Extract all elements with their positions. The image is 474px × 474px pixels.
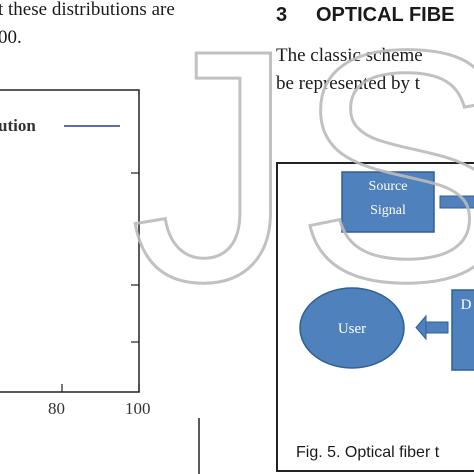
right-paragraph-line-1: The classic scheme bbox=[276, 45, 423, 66]
section-number: 3 bbox=[276, 4, 288, 26]
left-paragraph-line-2: 00. bbox=[0, 27, 22, 48]
d-box-label: D bbox=[460, 297, 472, 313]
d-box bbox=[451, 289, 474, 371]
legend-label: ution bbox=[0, 116, 36, 135]
left-paragraph-line-1: t these distributions are bbox=[0, 0, 175, 20]
plot-frame-svg bbox=[0, 89, 200, 474]
source-label-line-2: Signal bbox=[370, 203, 406, 218]
user-label: User bbox=[337, 321, 367, 337]
source-signal-box bbox=[341, 171, 435, 233]
arrow-left-head bbox=[415, 314, 427, 341]
right-paragraph-line-2: be represented by t bbox=[276, 73, 421, 94]
source-label-line-1: Source bbox=[368, 179, 408, 194]
arrow-left-body bbox=[425, 321, 449, 334]
partial-plot: ution 80 100 bbox=[0, 88, 200, 474]
section-title: OPTICAL FIBE bbox=[316, 4, 455, 26]
x-tick-label-80: 80 bbox=[48, 399, 65, 418]
figure-diagram bbox=[299, 171, 474, 371]
plot-axes-frame bbox=[0, 89, 140, 393]
user-ellipse bbox=[299, 287, 405, 369]
x-tick-label-100: 100 bbox=[125, 399, 151, 418]
arrow-right-body bbox=[439, 195, 474, 209]
figure-caption: Fig. 5. Optical fiber t bbox=[296, 444, 440, 461]
